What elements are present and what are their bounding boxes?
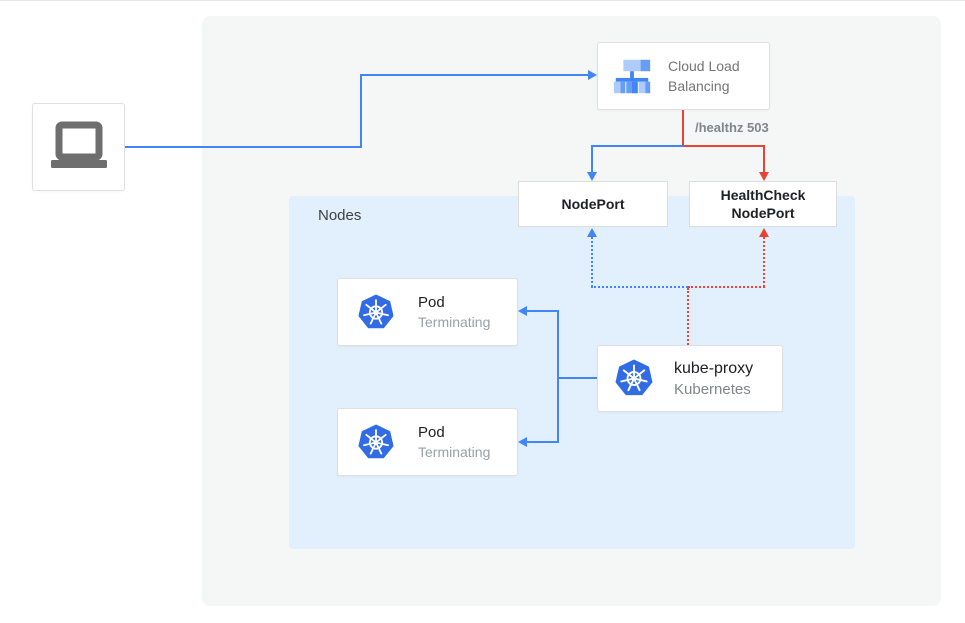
pod-1-status: Terminating [418,314,491,330]
pod-2-status: Terminating [418,444,491,460]
edge-to-pod-1 [527,310,559,312]
pod-1-title: Pod [418,294,445,311]
edge-to-pod-2 [527,441,559,443]
pod-node-2: Pod Terminating [337,408,518,476]
nodeport-node: NodePort [518,181,668,227]
clb-label-line1: Cloud Load [668,58,740,74]
kube-proxy-node: kube-proxy Kubernetes [597,345,783,412]
edge-client-to-clb-horizontal [125,146,362,148]
kubernetes-logo-icon [357,423,395,459]
edge-dotted-kube-proxy-vertical [687,288,689,345]
arrowhead-dotted-into-healthcheck [759,228,769,237]
arrowhead-into-clb [588,70,597,80]
edge-blue-to-nodeport [591,145,593,173]
edge-dotted-blue-vertical [591,237,593,287]
top-divider [0,0,965,1]
load-balancer-icon [613,59,651,94]
arrowhead-into-healthcheck [759,172,769,181]
healthcheck-nodeport-node: HealthCheck NodePort [689,181,837,227]
kubernetes-logo-icon [357,293,395,329]
edge-dotted-red-horizontal [688,286,765,288]
nodes-container-label: Nodes [318,207,362,224]
edge-dotted-red-vertical [763,237,765,287]
edge-client-to-clb-vertical [360,74,362,148]
edge-client-to-clb-horizontal-2 [360,74,588,76]
edge-red-to-healthcheck [763,145,765,173]
edge-dotted-blue-horizontal [591,286,688,288]
pod-2-title: Pod [418,424,445,441]
healthcheck-label-line2: NodePort [731,205,795,221]
pod-2-text: Pod Terminating [418,422,490,462]
nodeport-label: NodePort [561,196,625,212]
client-laptop-node [32,103,125,191]
edge-clb-healthz-vertical [682,110,684,147]
cloud-load-balancing-node: Cloud Load Balancing [597,42,770,110]
edge-branch-red-horizontal [683,145,765,147]
arrowhead-into-pod-1 [518,306,527,316]
kube-proxy-text: kube-proxy Kubernetes [674,358,753,400]
edge-pods-vertical [557,310,559,443]
pod-node-1: Pod Terminating [337,278,518,346]
laptop-icon [50,121,107,168]
arrowhead-into-pod-2 [518,437,527,447]
kubernetes-logo-icon [614,358,654,397]
clb-label: Cloud Load Balancing [668,56,740,96]
healthcheck-label-line1: HealthCheck [720,187,806,203]
clb-label-line2: Balancing [668,78,730,94]
kube-proxy-title: kube-proxy [674,359,754,377]
kube-proxy-subtitle: Kubernetes [674,380,751,398]
pod-1-text: Pod Terminating [418,292,490,332]
edge-kube-proxy-out [557,377,597,379]
arrowhead-dotted-into-nodeport [587,228,597,237]
healthz-503-label: /healthz 503 [695,120,769,135]
edge-branch-blue-horizontal [591,145,683,147]
arrowhead-into-nodeport [587,172,597,181]
